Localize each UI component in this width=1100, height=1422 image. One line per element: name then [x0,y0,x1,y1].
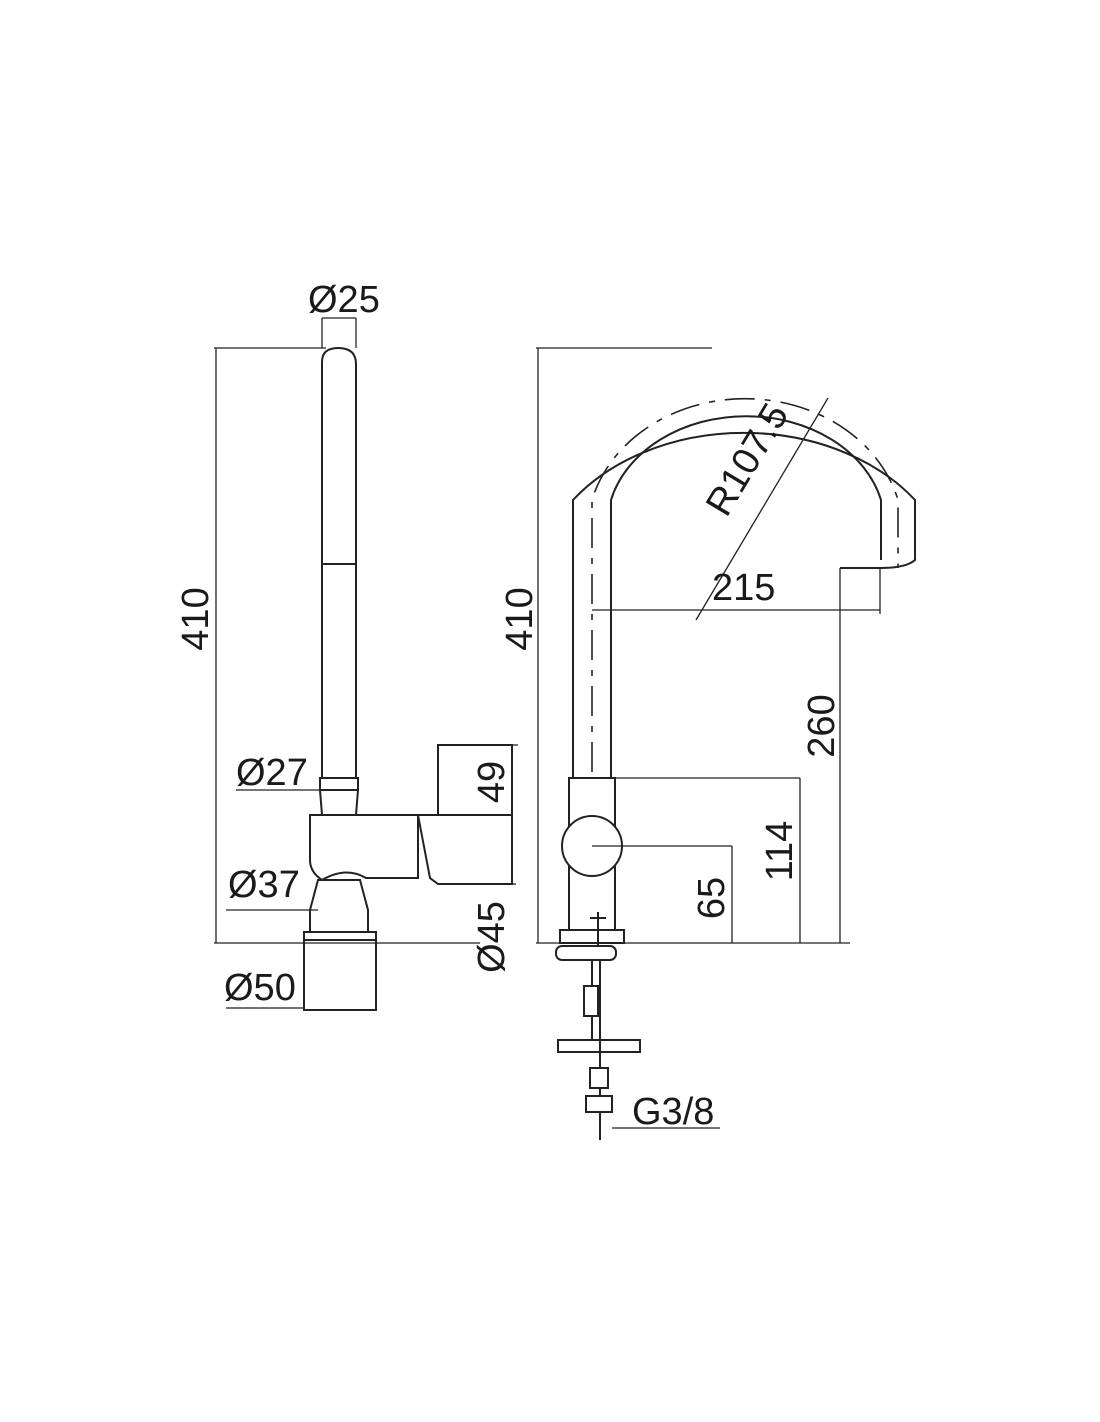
front-spout-height-label: 260 [801,694,843,757]
side-dia-base-label: Ø50 [224,967,296,1009]
side-lever-height-label: 49 [471,761,513,803]
front-lever-axis-label: 65 [691,877,733,919]
side-dia-spout-label: Ø25 [308,279,380,321]
side-dia-lever-label: Ø45 [471,901,513,973]
front-body-height-label: 114 [759,821,801,882]
front-spout-inner [610,415,882,778]
front-spout-centerline [591,397,899,940]
front-height-label: 410 [499,587,541,650]
front-radius-dim-line [695,397,829,621]
front-fixing-bracket [555,945,617,961]
front-view [536,347,916,1140]
front-hose-nut [589,1067,609,1089]
front-deck-section [557,1039,641,1053]
side-base [303,931,377,1011]
front-reach-label: 215 [712,567,775,609]
front-connection-label: G3/8 [632,1091,714,1133]
side-neck [319,789,359,816]
side-body [309,814,419,882]
side-column [309,879,369,933]
side-height-label: 410 [175,587,217,650]
side-dia-neck-label: Ø27 [236,752,308,794]
front-base-plate [559,929,625,944]
front-threaded-rod [583,985,599,1017]
side-spout-tube [321,346,357,778]
side-view [214,317,518,1011]
front-spout-outer [572,431,916,778]
side-neck-ring [319,777,359,791]
front-connector [585,1095,613,1113]
side-dia-body-label: Ø37 [228,864,300,906]
